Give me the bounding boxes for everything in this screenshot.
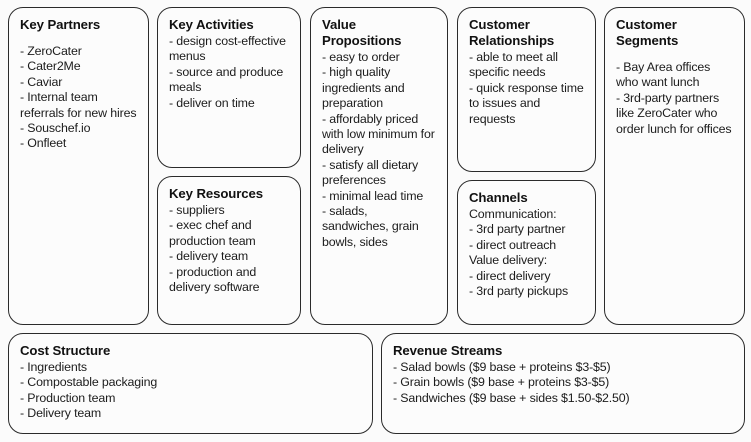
list-item: - 3rd-party partners like ZeroCater who …	[616, 90, 732, 136]
list-item: - Cater2Me	[20, 59, 81, 74]
list-item: - Internal team referrals for new hires	[20, 90, 137, 120]
list-item: - source and produce meals	[169, 64, 284, 95]
channels-communication-list: - 3rd party partner - direct outreach	[469, 222, 584, 253]
list-item: - delivery team	[169, 249, 249, 264]
list-item: - Salad bowls ($9 base + proteins $3-$5)	[393, 360, 611, 374]
block-list-value-propositions: - easy to order - high quality ingredien…	[322, 50, 436, 250]
block-title-customer-relationships: Customer Relationships	[469, 17, 555, 48]
list-item: - Onfleet	[20, 136, 67, 151]
block-title-cost-structure: Cost Structure	[20, 343, 111, 358]
block-list-key-partners: - ZeroCater - Cater2Me - Caviar - Intern…	[20, 44, 137, 152]
channels-value-delivery-label: Value delivery:	[469, 253, 548, 268]
list-item: - suppliers	[169, 203, 225, 217]
list-item: - exec chef and production team	[169, 218, 256, 248]
list-item: - Production team	[20, 390, 116, 405]
block-customer-relationships[interactable]: Customer Relationships - able to meet al…	[457, 7, 596, 172]
block-list-customer-segments: - Bay Area offices who want lunch - 3rd-…	[616, 60, 733, 137]
block-key-activities[interactable]: Key Activities - design cost-effective m…	[157, 7, 301, 168]
block-list-key-resources: - suppliers - exec chef and production t…	[169, 203, 289, 295]
block-customer-segments[interactable]: Customer Segments - Bay Area offices who…	[604, 7, 745, 325]
list-item: - affordably priced with low minimum for…	[322, 111, 435, 157]
list-item: - Bay Area offices who want lunch	[616, 60, 711, 90]
list-item: - production and delivery software	[169, 264, 260, 295]
list-item: - deliver on time	[169, 95, 255, 110]
list-item: - direct delivery	[469, 268, 551, 283]
list-item: - Sandwiches ($9 base + sides $1.50-$2.5…	[393, 390, 630, 405]
list-item: - Delivery team	[20, 406, 102, 421]
block-title-channels: Channels	[469, 190, 528, 205]
block-revenue-streams[interactable]: Revenue Streams - Salad bowls ($9 base +…	[381, 333, 745, 434]
block-list-customer-relationships: - able to meet all specific needs - quic…	[469, 50, 584, 127]
block-list-revenue-streams: - Salad bowls ($9 base + proteins $3-$5)…	[393, 360, 733, 406]
list-item: - ZeroCater	[20, 44, 82, 58]
block-title-value-propositions: Value Propositions	[322, 17, 402, 48]
block-channels[interactable]: Channels Communication: - 3rd party part…	[457, 180, 596, 325]
list-item: - Ingredients	[20, 360, 87, 374]
list-item: - Caviar	[20, 74, 63, 89]
list-item: - Grain bowls ($9 base + proteins $3-$5)	[393, 375, 610, 390]
list-item: - able to meet all specific needs	[469, 50, 558, 80]
list-item: - direct outreach	[469, 237, 556, 252]
list-item: - quick response time to issues and requ…	[469, 80, 584, 126]
list-item: - design cost-effective menus	[169, 34, 286, 64]
list-item: - 3rd party partner	[469, 222, 566, 237]
list-item: - easy to order	[322, 50, 400, 64]
block-key-resources[interactable]: Key Resources - suppliers - exec chef an…	[157, 176, 301, 325]
list-item: - Compostable packaging	[20, 375, 158, 390]
channels-value-delivery-list: - direct delivery - 3rd party pickups	[469, 269, 584, 300]
list-item: - 3rd party pickups	[469, 284, 569, 299]
block-list-key-activities: - design cost-effective menus - source a…	[169, 34, 289, 111]
channels-communication-group: Communication: - 3rd party partner - dir…	[469, 207, 584, 253]
list-item: - high quality ingredients and preparati…	[322, 65, 405, 111]
block-key-partners[interactable]: Key Partners - ZeroCater - Cater2Me - Ca…	[8, 7, 149, 325]
block-title-key-partners: Key Partners	[20, 17, 101, 32]
block-title-revenue-streams: Revenue Streams	[393, 343, 503, 358]
block-cost-structure[interactable]: Cost Structure - Ingredients - Compostab…	[8, 333, 373, 434]
block-title-customer-segments: Customer Segments	[616, 17, 679, 48]
block-title-key-activities: Key Activities	[169, 17, 254, 32]
list-item: - satisfy all dietary preferences	[322, 157, 419, 188]
block-list-cost-structure: - Ingredients - Compostable packaging - …	[20, 360, 361, 422]
block-title-key-resources: Key Resources	[169, 186, 263, 201]
channels-communication-label: Communication:	[469, 207, 557, 221]
channels-value-delivery-group: Value delivery: - direct delivery - 3rd …	[469, 253, 584, 299]
list-item: - minimal lead time	[322, 188, 424, 203]
list-item: - Souschef.io	[20, 121, 91, 136]
block-value-propositions[interactable]: Value Propositions - easy to order - hig…	[310, 7, 448, 325]
list-item: - salads, sandwiches, grain bowls, sides	[322, 204, 419, 249]
